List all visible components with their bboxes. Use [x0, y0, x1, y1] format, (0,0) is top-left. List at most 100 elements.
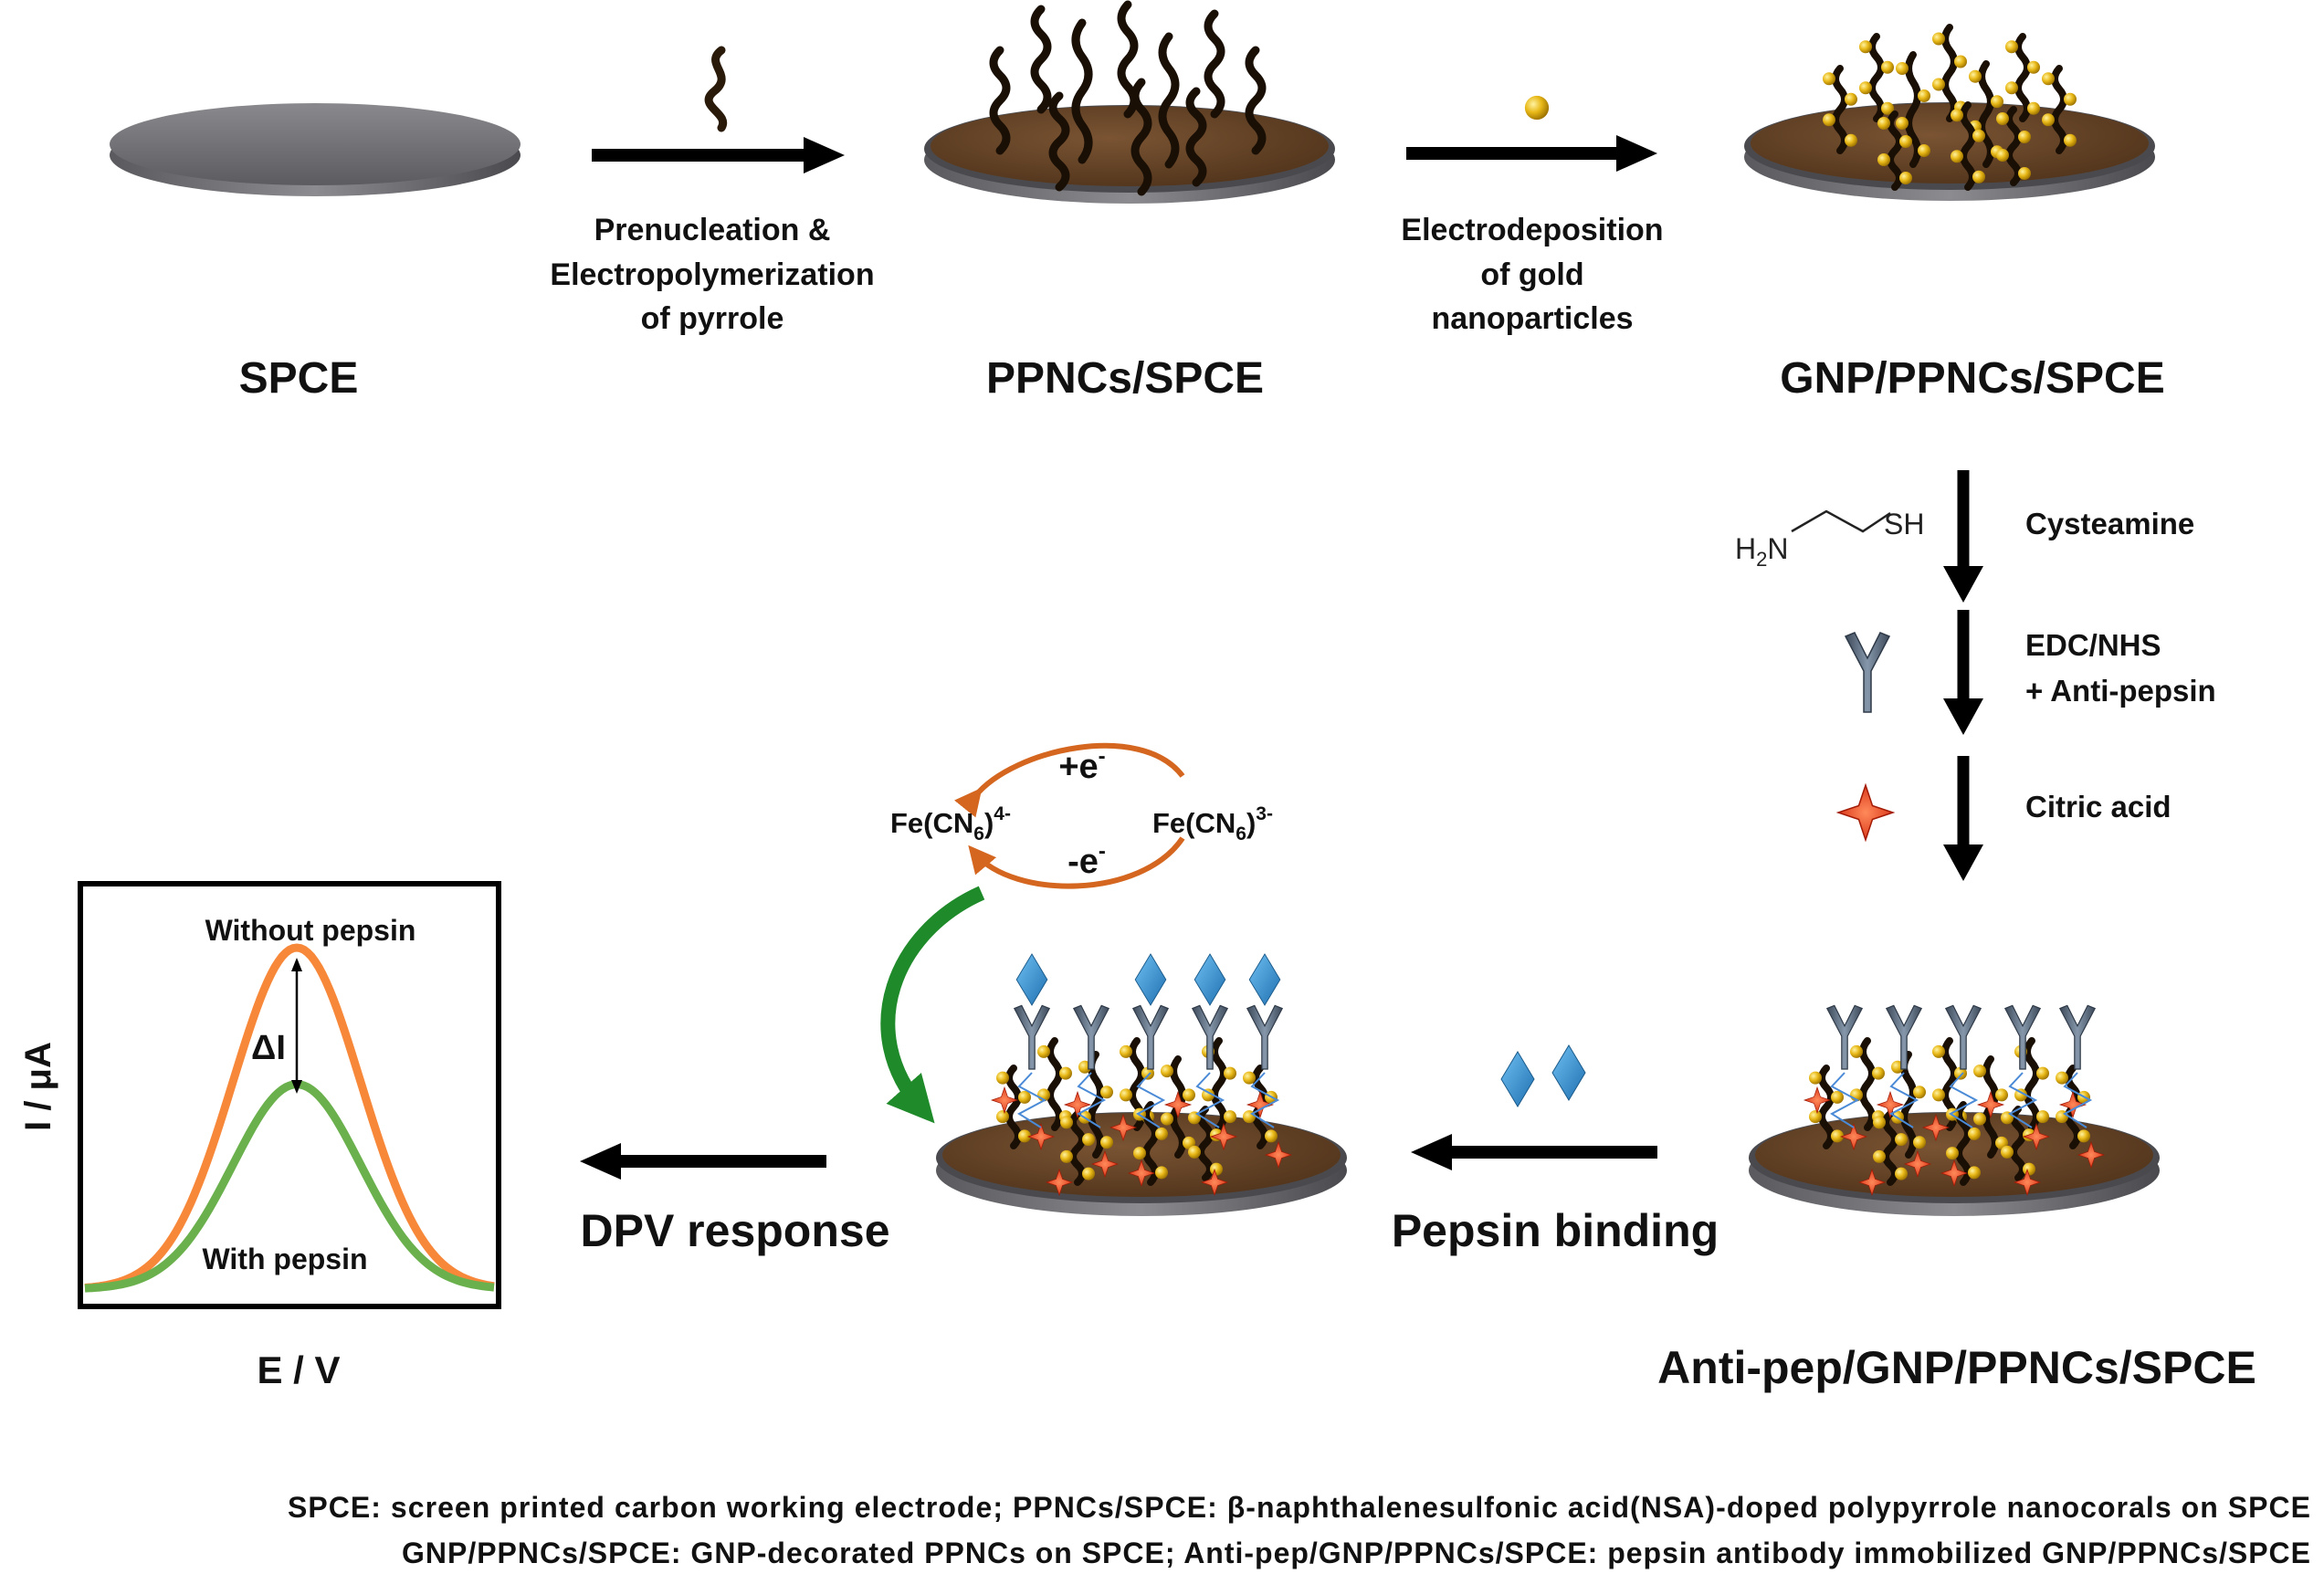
gold-nanoparticle	[1991, 95, 2003, 109]
ferricyanide-sub: 6	[1236, 823, 1246, 844]
bound-pepsin	[1134, 953, 1167, 1006]
gold-nanoparticle	[1082, 1133, 1095, 1147]
nanocoral-chain	[1978, 60, 1994, 168]
antibody	[1826, 1004, 1863, 1070]
step2-line1: Electrodeposition	[1401, 213, 1663, 247]
gold-nanoparticle	[1155, 1127, 1168, 1140]
svg-text:-e-: -e-	[1067, 839, 1106, 881]
gold-nanoparticle	[2036, 1110, 2049, 1124]
step-arrow-pepsin	[1411, 1134, 1657, 1170]
nanocoral-chain	[1158, 32, 1180, 169]
gold-nanoparticle	[1100, 1136, 1113, 1149]
h2n-n: N	[1767, 532, 1788, 565]
gold-nanoparticle	[2018, 167, 2031, 180]
gold-nanoparticle	[1018, 1090, 1031, 1104]
gold-nanoparticle	[1995, 1088, 2008, 1102]
gold-nanoparticle	[1899, 135, 1912, 148]
nanocoral-chain	[1905, 51, 1921, 168]
electron-transfer-arrow	[880, 886, 985, 1124]
gold-nanoparticle	[1932, 1044, 1945, 1058]
gold-nanoparticle	[1913, 1136, 1926, 1149]
antibody	[2004, 1004, 2041, 1070]
gold-nanoparticle	[1873, 1149, 1886, 1163]
h2n-h: H	[1735, 532, 1756, 565]
gold-nanoparticle	[2064, 92, 2077, 106]
gold-nanoparticle	[1120, 1044, 1132, 1058]
ferrocyanide-base: Fe(CN	[890, 807, 973, 839]
gold-nanoparticle	[1954, 55, 1967, 68]
pepsin-icon-2	[1551, 1044, 1586, 1101]
gold-nanoparticle	[1896, 117, 1909, 130]
ferricyanide-close: )	[1246, 807, 1256, 839]
gold-nanoparticle	[1877, 153, 1890, 166]
series-label-without-pepsin: Without pepsin	[205, 914, 416, 947]
polypyrrole-nanocorals	[989, 0, 1267, 196]
dpv-curve-with-pepsin	[84, 1080, 495, 1293]
gold-nanoparticle	[2005, 40, 2018, 54]
nanocoral-chain	[1005, 1065, 1022, 1149]
gold-nanoparticle	[1133, 1147, 1146, 1160]
nanocoral-chain	[1245, 46, 1267, 155]
nanocoral-chain	[2051, 65, 2067, 154]
step-arrow-1	[592, 137, 845, 173]
bound-pepsin	[1194, 953, 1226, 1006]
gold-nanoparticle	[2056, 1071, 2068, 1085]
cysteamine-linker	[1250, 1072, 1280, 1128]
nanocoral-chain	[1960, 101, 1976, 191]
antibody-layer	[1803, 1004, 2105, 1196]
stage-label-ppncs: PPNCs/SPCE	[986, 354, 1264, 403]
gold-nanoparticle	[1188, 1145, 1201, 1159]
cysteamine-structure: H2N SH	[1735, 508, 1924, 571]
ppncs-electrode	[924, 0, 1335, 204]
nanocoral-chain	[1882, 1110, 1898, 1186]
gold-nanoparticle	[1243, 1071, 1256, 1085]
stage-label-spce: SPCE	[239, 354, 359, 403]
svg-text:Fe(CN6)4-: Fe(CN6)4-	[890, 803, 1011, 844]
antibody	[1073, 1004, 1109, 1070]
nanocoral-chain	[1887, 110, 1903, 191]
cysteamine-linker	[1949, 1072, 1979, 1128]
stage-label-antipep: Anti-pep/GNP/PPNCs/SPCE	[1657, 1342, 2256, 1393]
vertical-arrow-citric	[1943, 756, 1983, 881]
pepsin-bound-electrode	[936, 953, 1347, 1216]
gold-nanoparticle-icon	[1524, 95, 1550, 121]
gold-nanoparticle	[1973, 1065, 1986, 1078]
gold-nanoparticle	[996, 1071, 1009, 1085]
gold-nanoparticle	[1082, 1167, 1095, 1180]
gold-nanoparticle	[1060, 1149, 1073, 1163]
antibody-icon	[1845, 632, 1890, 713]
cysteamine-linker	[1195, 1072, 1225, 1128]
cysteamine-linker	[2008, 1072, 2038, 1128]
gold-nanoparticle	[1859, 40, 1872, 54]
gold-nanoparticle	[1831, 1129, 1844, 1143]
gold-decorated-nanocorals	[1823, 24, 2077, 191]
nanocoral-chain	[989, 46, 1011, 155]
citric-acid-icon	[1837, 784, 1894, 841]
gold-nanoparticle	[1059, 1066, 1072, 1080]
gold-nanoparticle	[2042, 113, 2055, 127]
dpv-curve-without-pepsin	[84, 943, 495, 1292]
gold-nanoparticle	[1877, 117, 1890, 130]
gold-nanoparticle	[996, 1110, 1009, 1124]
gold-nanoparticle	[1896, 62, 1909, 75]
gold-nanoparticle	[1265, 1129, 1278, 1143]
gold-nanoparticle	[1899, 172, 1912, 184]
legend-line-2: GNP/PPNCs/SPCE: GNP-decorated PPNCs on S…	[402, 1537, 2310, 1569]
gold-nanoparticle	[1913, 1086, 1926, 1099]
gold-nanoparticle	[1918, 144, 1930, 157]
pyrrole-chain-icon	[704, 46, 728, 132]
cysteamine-linker	[1017, 1072, 1047, 1128]
step1-line2: Electropolymerization	[550, 257, 874, 292]
gold-nanoparticle	[1100, 1086, 1113, 1099]
gold-nanoparticle	[1895, 1167, 1908, 1180]
gold-nanoparticle	[1946, 1147, 1959, 1160]
gold-nanoparticle	[1845, 92, 1857, 106]
antibody	[2059, 1004, 2096, 1070]
bound-pepsin	[1015, 953, 1048, 1006]
gold-nanoparticle	[2014, 1088, 2027, 1102]
vertical-arrow-edc	[1943, 610, 1983, 735]
stage-label-gnp: GNP/PPNCs/SPCE	[1780, 354, 2164, 403]
gold-nanoparticle	[1996, 149, 2009, 162]
gold-nanoparticle	[1141, 1066, 1154, 1080]
step-label-dpv-response: DPV response	[580, 1205, 889, 1256]
